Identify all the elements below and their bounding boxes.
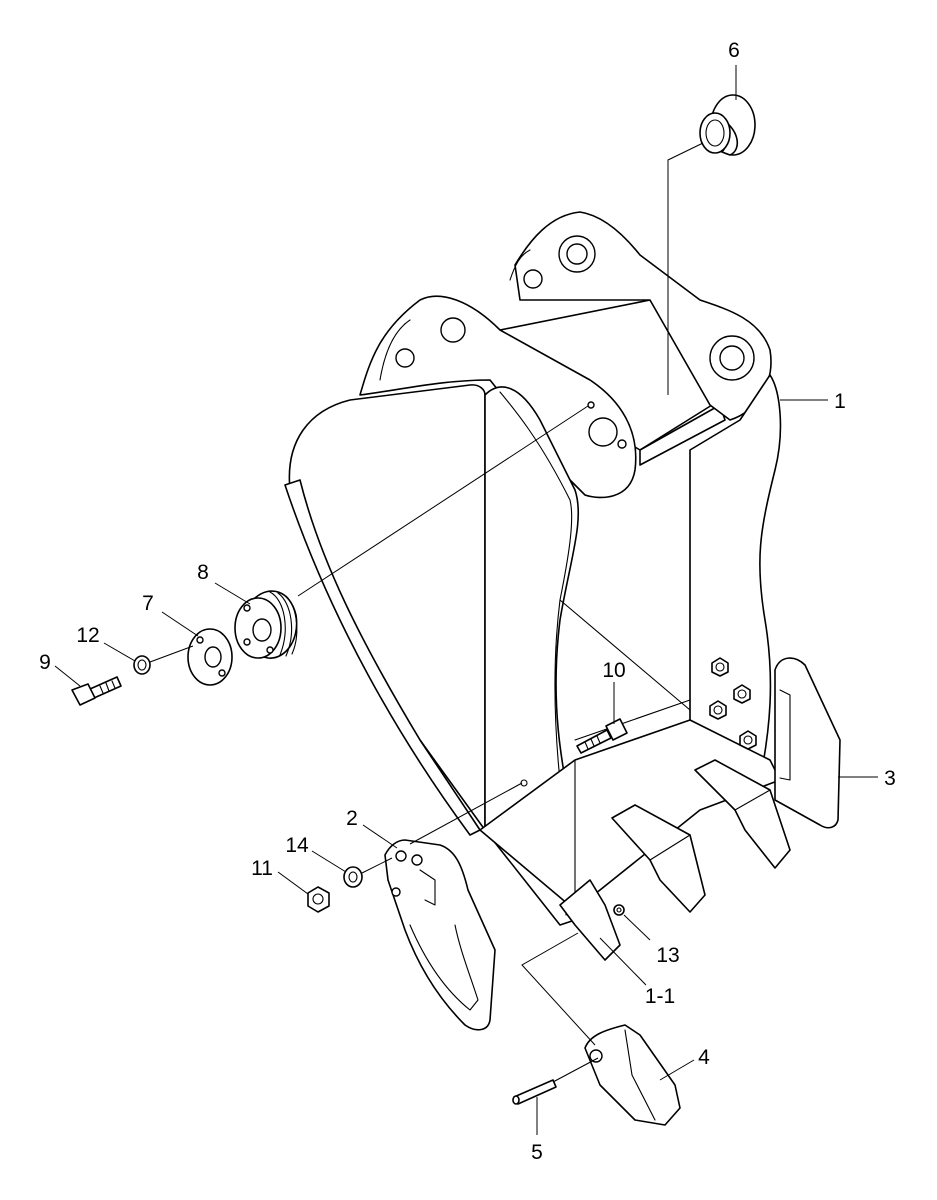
small-washer xyxy=(613,904,625,916)
callout-labels: 6 1 8 7 12 9 10 3 2 14 11 13 1-1 4 5 xyxy=(39,39,896,1164)
retainer-plate xyxy=(187,628,233,686)
bolt-small xyxy=(576,718,628,754)
callout-5: 5 xyxy=(531,1141,543,1164)
bucket-teeth xyxy=(559,759,791,961)
tooth-point xyxy=(584,1024,681,1126)
callout-1-1: 1-1 xyxy=(645,985,675,1008)
callout-7: 7 xyxy=(142,592,154,615)
callout-8: 8 xyxy=(197,561,209,584)
leader-lines xyxy=(54,65,878,1135)
lock-washer xyxy=(133,655,151,675)
callout-10: 10 xyxy=(602,659,625,682)
ribbed-boss xyxy=(234,590,298,659)
callout-3: 3 xyxy=(884,767,896,790)
callout-14: 14 xyxy=(285,834,309,857)
callout-11: 11 xyxy=(251,857,273,880)
bucket-body xyxy=(284,211,782,926)
callout-12: 12 xyxy=(76,624,99,647)
callout-6: 6 xyxy=(728,39,740,62)
flat-washer xyxy=(343,866,363,888)
callout-13: 13 xyxy=(656,944,679,967)
bolt-large xyxy=(71,676,122,706)
callout-2: 2 xyxy=(346,807,358,830)
bushing xyxy=(699,94,756,156)
side-cutter-left xyxy=(384,839,496,1031)
tooth-pin xyxy=(512,1079,557,1105)
callout-1: 1 xyxy=(834,390,846,413)
side-cutter-right xyxy=(774,657,841,829)
callout-4: 4 xyxy=(698,1046,710,1069)
hex-nut xyxy=(307,886,330,913)
callout-9: 9 xyxy=(39,651,51,674)
